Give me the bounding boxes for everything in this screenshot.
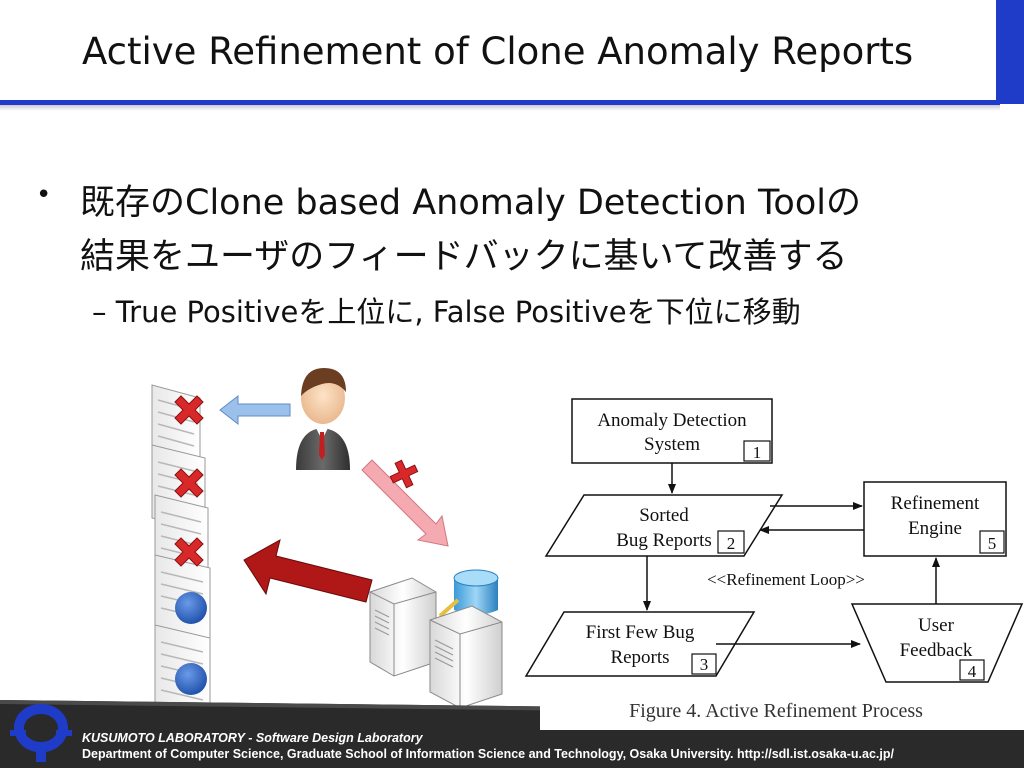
database-icon <box>438 569 499 618</box>
node-number: 3 <box>700 655 709 674</box>
node-label: Engine <box>908 518 962 539</box>
true-positive-dot-icon <box>175 663 207 695</box>
footer-department: Department of Computer Science, Graduate… <box>82 747 894 761</box>
cross-icon <box>174 537 204 567</box>
bullet-marker: • <box>36 180 52 210</box>
node-user-feedback: User Feedback 4 <box>850 603 1024 683</box>
bullet-text-line1: 既存のClone based Anomaly Detection Toolの <box>80 183 861 223</box>
loop-label: <<Refinement Loop>> <box>707 570 865 589</box>
refinement-illustration <box>151 368 503 720</box>
lab-logo-icon <box>10 704 72 762</box>
cross-icon <box>174 395 204 425</box>
reject-arrow-icon <box>361 459 449 547</box>
node-number: 5 <box>988 534 997 553</box>
node-number: 4 <box>968 662 977 681</box>
node-label: Sorted <box>639 505 689 526</box>
node-label: Anomaly Detection <box>597 410 747 431</box>
node-number: 1 <box>753 443 762 462</box>
bullet-text-line2: 結果をユーザのフィードバックに基いて改善する <box>80 237 848 277</box>
node-label: First Few Bug <box>586 622 695 643</box>
node-label: Refinement <box>891 493 980 514</box>
node-label: Bug Reports <box>616 530 712 551</box>
cross-icon <box>389 459 419 489</box>
node-anomaly-detection: Anomaly Detection System 1 <box>571 398 773 464</box>
node-label: Reports <box>610 647 669 668</box>
server-icon <box>429 605 503 709</box>
node-sorted-bug-reports: Sorted Bug Reports 2 <box>544 494 784 557</box>
node-label: User <box>918 615 955 636</box>
slide-title: Active Refinement of Clone Anomaly Repor… <box>82 30 914 73</box>
node-refinement-engine: Refinement Engine 5 <box>863 481 1007 557</box>
node-first-few-bug-reports: First Few Bug Reports 3 <box>524 611 756 677</box>
feedback-arrow-icon <box>219 394 291 426</box>
cross-icon <box>174 468 204 498</box>
title-bar: Active Refinement of Clone Anomaly Repor… <box>0 0 1024 100</box>
node-number: 2 <box>727 534 736 553</box>
node-label: System <box>644 434 700 455</box>
reorder-arrow-icon <box>243 539 373 603</box>
sub-bullet-text: – True Positiveを上位に, False Positiveを下位に移… <box>92 295 801 329</box>
title-shadow <box>0 105 1000 111</box>
user-icon <box>296 368 350 470</box>
footer-lab-name: KUSUMOTO LABORATORY - Software Design La… <box>82 731 423 745</box>
title-underline <box>0 100 1000 105</box>
true-positive-dot-icon <box>175 592 207 624</box>
server-icon <box>369 577 437 677</box>
title-accent-block <box>996 0 1024 104</box>
node-label: Feedback <box>900 640 973 661</box>
figure-caption: Figure 4. Active Refinement Process <box>629 700 923 722</box>
